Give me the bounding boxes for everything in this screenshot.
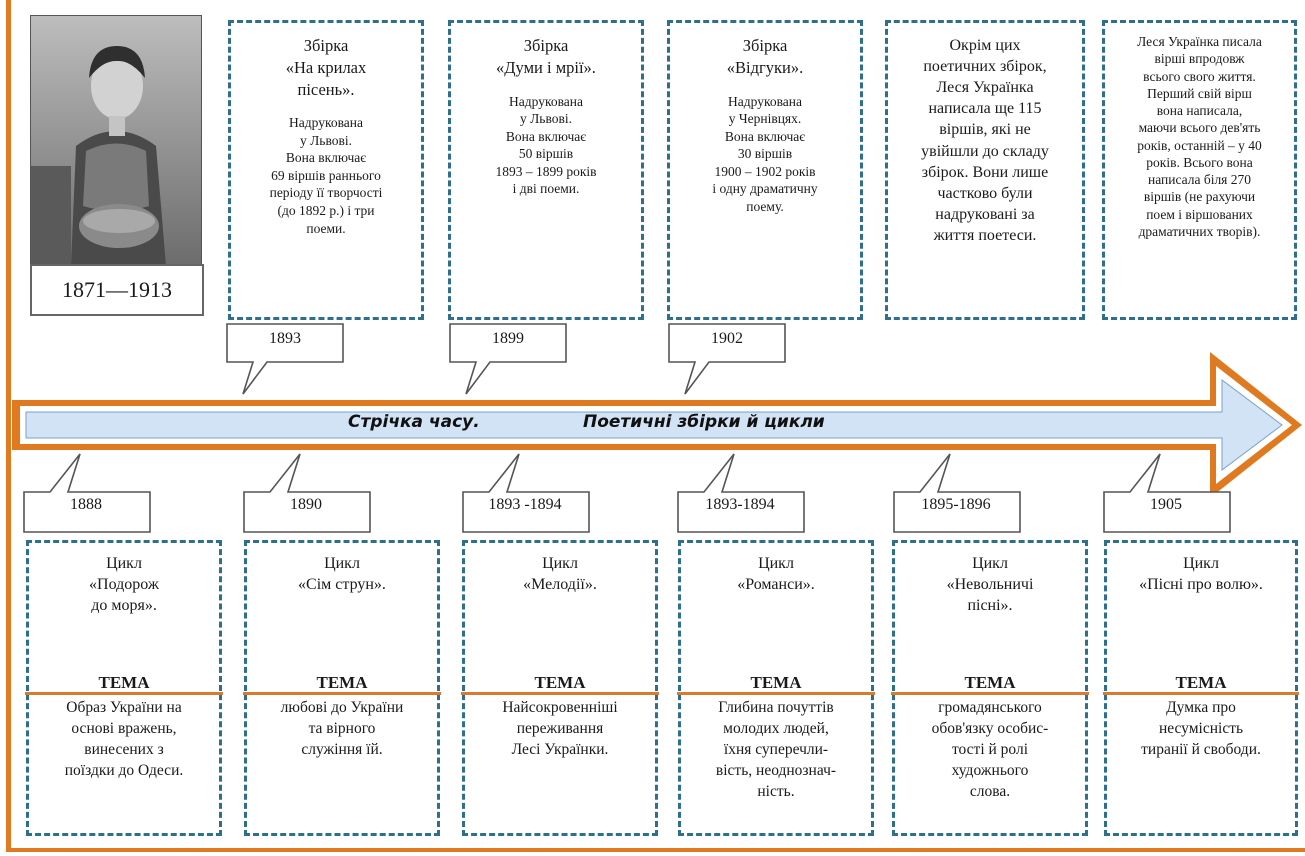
cycle-theme: любові до України та вірного служіння їй… bbox=[280, 699, 404, 758]
callout-1893-1894-a bbox=[462, 453, 590, 533]
cycle-year: 1895-1896 bbox=[921, 496, 991, 513]
cycle-title: Цикл «Романси». bbox=[737, 555, 815, 594]
collection-desc: Надрукована у Чернівцях. Вона включає 30… bbox=[712, 93, 818, 214]
note-text: Окрім цих поетичних збірок, Леся Українк… bbox=[921, 37, 1049, 244]
ribbon-title-right: Поетичні збірки й цикли bbox=[583, 412, 825, 432]
collection-title: Збірка «Відгуки». bbox=[726, 36, 804, 77]
cycle-theme: Глибина почуттів молодих людей, їхня суп… bbox=[715, 699, 837, 800]
cycle-year: 1893-1894 bbox=[705, 496, 775, 513]
callout-1902 bbox=[668, 323, 786, 395]
tema-label: ТЕМА bbox=[534, 673, 586, 692]
callout-1895-1896 bbox=[893, 453, 1021, 533]
note-box-life: Леся Українка писала вірші впродовж всьо… bbox=[1102, 20, 1297, 320]
collection-year: 1899 bbox=[492, 330, 524, 347]
tema-divider bbox=[1103, 692, 1299, 695]
collection-box-2: Збірка «Думи і мрії». Надрукована у Льво… bbox=[448, 20, 644, 320]
note-box-poems: Окрім цих поетичних збірок, Леся Українк… bbox=[885, 20, 1085, 320]
collection-desc: Надрукована у Львові. Вона включає 69 ві… bbox=[269, 115, 383, 236]
callout-1890 bbox=[243, 453, 371, 533]
callout-1888 bbox=[23, 453, 151, 533]
collection-year: 1902 bbox=[711, 330, 743, 347]
life-years: 1871—1913 bbox=[30, 264, 204, 316]
timeline-arrow bbox=[12, 352, 1302, 498]
tema-divider bbox=[25, 692, 223, 695]
tema-divider bbox=[461, 692, 659, 695]
cycle-box-4: Цикл «Романси». ТЕМА Глибина почуттів мо… bbox=[677, 540, 875, 836]
ribbon-title-left: Стрічка часу. bbox=[348, 412, 480, 432]
tema-label: ТЕМА bbox=[1175, 673, 1227, 692]
bottom-border bbox=[6, 848, 1305, 852]
cycle-year: 1890 bbox=[290, 496, 322, 513]
left-border bbox=[6, 0, 11, 850]
cycle-box-2: Цикл «Сім струн». ТЕМА любові до України… bbox=[243, 540, 441, 836]
note-text: Леся Українка писала вірші впродовж всьо… bbox=[1137, 34, 1262, 239]
tema-label: ТЕМА bbox=[750, 673, 802, 692]
collection-year: 1893 bbox=[269, 330, 301, 347]
cycle-theme: Думка про несумісність тиранії й свободи… bbox=[1141, 699, 1261, 758]
callout-1893 bbox=[226, 323, 344, 395]
cycle-title: Цикл «Подорож до моря». bbox=[89, 555, 159, 615]
collection-title: Збірка «На крилах пісень». bbox=[285, 36, 367, 99]
tema-label: ТЕМА bbox=[98, 673, 150, 692]
cycle-box-1: Цикл «Подорож до моря». ТЕМА Образ Украї… bbox=[25, 540, 223, 836]
collection-title: Збірка «Думи і мрії». bbox=[496, 36, 596, 77]
cycle-title: Цикл «Сім струн». bbox=[298, 555, 386, 594]
cycle-theme: громадянського обов'язку особис- тості й… bbox=[931, 699, 1049, 800]
tema-divider bbox=[243, 692, 441, 695]
cycle-theme: Образ України на основі вражень, винесен… bbox=[64, 699, 184, 779]
cycle-box-3: Цикл «Мелодії». ТЕМА Найсокровенніші пер… bbox=[461, 540, 659, 836]
cycle-theme: Найсокровенніші переживання Лесі Українк… bbox=[502, 699, 618, 758]
tema-label: ТЕМА bbox=[964, 673, 1016, 692]
collection-box-3: Збірка «Відгуки». Надрукована у Чернівця… bbox=[667, 20, 863, 320]
callout-1893-1894-b bbox=[677, 453, 805, 533]
callout-1905 bbox=[1103, 453, 1231, 533]
callout-1899 bbox=[449, 323, 567, 395]
cycle-title: Цикл «Мелодії». bbox=[523, 555, 597, 594]
cycle-year: 1893 -1894 bbox=[488, 496, 562, 513]
tema-label: ТЕМА bbox=[316, 673, 368, 692]
cycle-box-5: Цикл «Невольничі пісні». ТЕМА громадянсь… bbox=[891, 540, 1089, 836]
tema-divider bbox=[891, 692, 1089, 695]
cycle-box-6: Цикл «Пісні про волю». ТЕМА Думка про не… bbox=[1103, 540, 1299, 836]
tema-divider bbox=[677, 692, 875, 695]
portrait-photo bbox=[30, 15, 202, 267]
cycle-title: Цикл «Пісні про волю». bbox=[1139, 555, 1263, 594]
cycle-year: 1905 bbox=[1150, 496, 1182, 513]
collection-box-1: Збірка «На крилах пісень». Надрукована у… bbox=[228, 20, 424, 320]
cycle-year: 1888 bbox=[70, 496, 102, 513]
cycle-title: Цикл «Невольничі пісні». bbox=[946, 555, 1034, 615]
collection-desc: Надрукована у Львові. Вона включає 50 ві… bbox=[495, 93, 597, 197]
